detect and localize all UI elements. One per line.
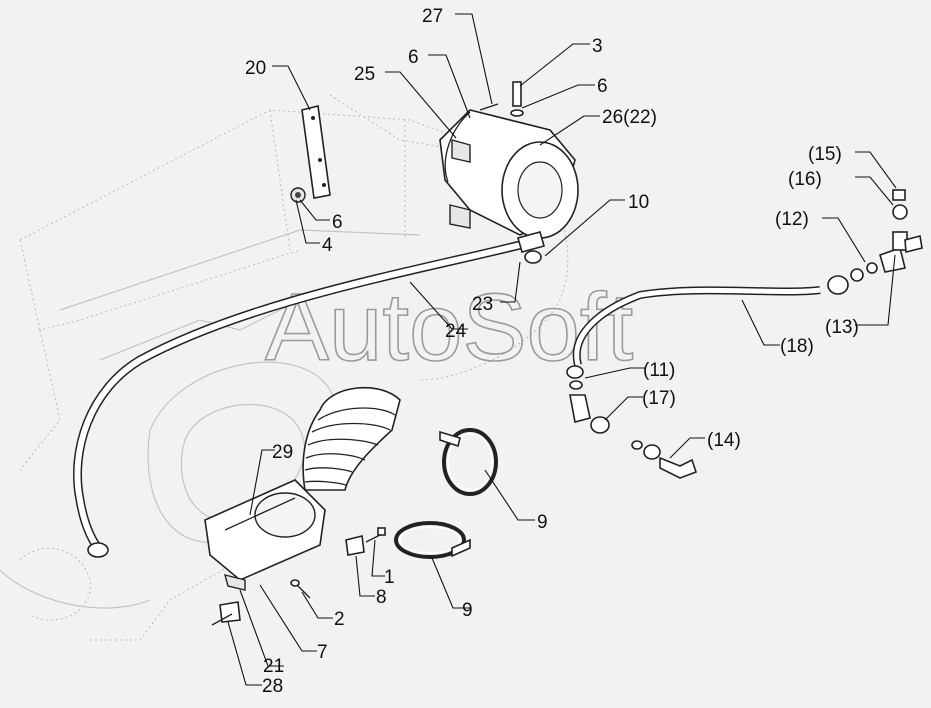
hose-24	[73, 231, 545, 558]
callout-labels: 27 3 6 25 6 26(22) 20 6 4 10 23 24 (15) …	[245, 6, 859, 697]
callout-2: 2	[334, 609, 345, 630]
leader-lines	[227, 13, 897, 686]
callout-21: 21	[263, 656, 284, 677]
callout-1: 1	[384, 567, 395, 588]
fitting-11-17	[566, 365, 610, 434]
callout-20: 20	[245, 58, 266, 79]
callout-14: (14)	[707, 430, 741, 451]
callout-26-22: 26(22)	[602, 107, 657, 128]
callout-13: (13)	[825, 317, 859, 338]
callout-28: 28	[262, 676, 283, 697]
callout-4: 4	[322, 235, 333, 256]
clamp-9-upper	[439, 428, 498, 496]
callout-25: 25	[354, 64, 375, 85]
callout-11: (11)	[643, 360, 675, 381]
callout-18: (18)	[780, 336, 814, 357]
pipe-18	[572, 189, 923, 367]
callout-27: 27	[422, 6, 443, 27]
intake-box	[204, 479, 326, 591]
bracket-20	[290, 105, 331, 203]
callout-8: 8	[376, 587, 387, 608]
small-fasteners	[211, 527, 386, 626]
callout-6-c: 6	[332, 212, 343, 233]
callout-3: 3	[592, 36, 603, 57]
callout-6-a: 6	[408, 47, 419, 68]
callout-16: (16)	[788, 169, 822, 190]
clamp-9-lower	[394, 521, 471, 559]
callout-17: (17)	[642, 388, 676, 409]
air-filter-housing	[439, 81, 579, 239]
callout-6-b: 6	[597, 76, 608, 97]
elbow-14	[631, 440, 698, 479]
callout-12: (12)	[775, 209, 809, 230]
callout-7: 7	[317, 642, 328, 663]
callout-10: 10	[628, 192, 649, 213]
callout-29: 29	[272, 442, 293, 463]
callout-9-b: 9	[462, 600, 473, 621]
callout-24: 24	[445, 321, 467, 342]
callout-15: (15)	[808, 144, 842, 165]
corrugated-hose	[302, 386, 401, 491]
callout-9-a: 9	[537, 512, 548, 533]
callout-23: 23	[472, 294, 493, 315]
